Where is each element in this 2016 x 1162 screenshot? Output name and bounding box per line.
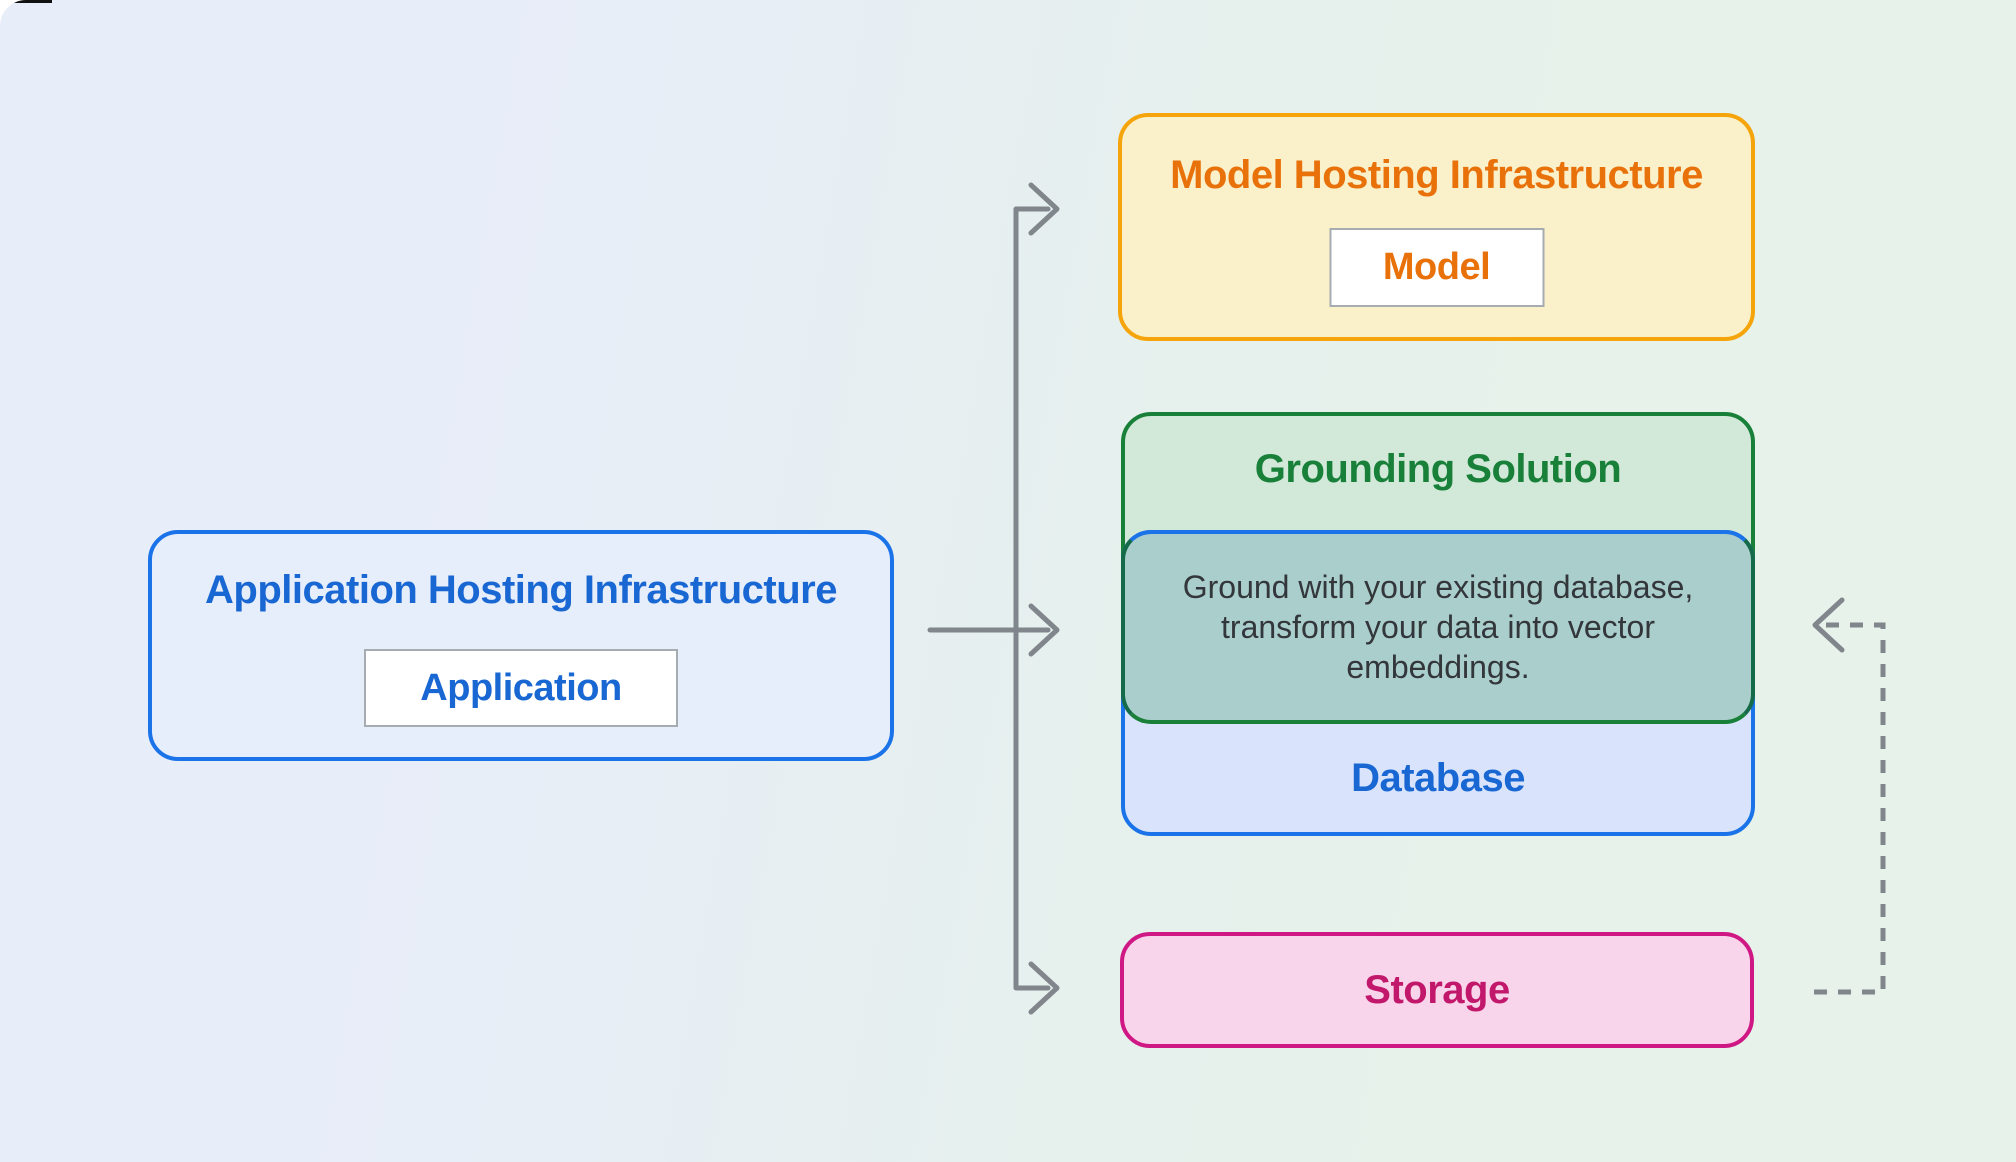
storage-label: Storage — [1364, 967, 1510, 1012]
model-chip-label: Model — [1382, 246, 1491, 288]
fanout-arrow — [927, 182, 1060, 1015]
storage-to-database-dashed-arrow — [1812, 597, 1886, 995]
arrowhead-icon — [1812, 597, 1845, 653]
dashed-arrow-path — [1814, 622, 1886, 995]
grounding-description-line: Ground with your existing database, — [1182, 569, 1694, 605]
grounding-solution-title: Grounding Solution — [1254, 447, 1622, 491]
database-label: Database — [1351, 755, 1525, 800]
arrowhead-icon — [1028, 603, 1060, 657]
window-corner-artifact — [0, 0, 52, 3]
fanout-arrow-shafts — [927, 206, 1051, 991]
arrowhead-icon — [1028, 182, 1060, 236]
arrowhead-icon — [1028, 961, 1060, 1015]
application-chip: Application — [364, 649, 678, 727]
grounding-description-line: transform your data into vector — [1221, 609, 1655, 645]
storage-box: Storage — [1120, 932, 1754, 1048]
model-chip: Model — [1329, 228, 1544, 307]
model-hosting-title: Model Hosting Infrastructure — [1170, 153, 1703, 197]
model-hosting-box: Model Hosting Infrastructure Model — [1118, 113, 1755, 341]
grounding-description-line: embeddings. — [1346, 649, 1530, 685]
application-hosting-title: Application Hosting Infrastructure — [205, 568, 837, 612]
application-hosting-box: Application Hosting Infrastructure Appli… — [148, 530, 894, 761]
grounding-description-box: Ground with your existing database, tran… — [1121, 530, 1755, 724]
application-chip-label: Application — [420, 666, 622, 709]
